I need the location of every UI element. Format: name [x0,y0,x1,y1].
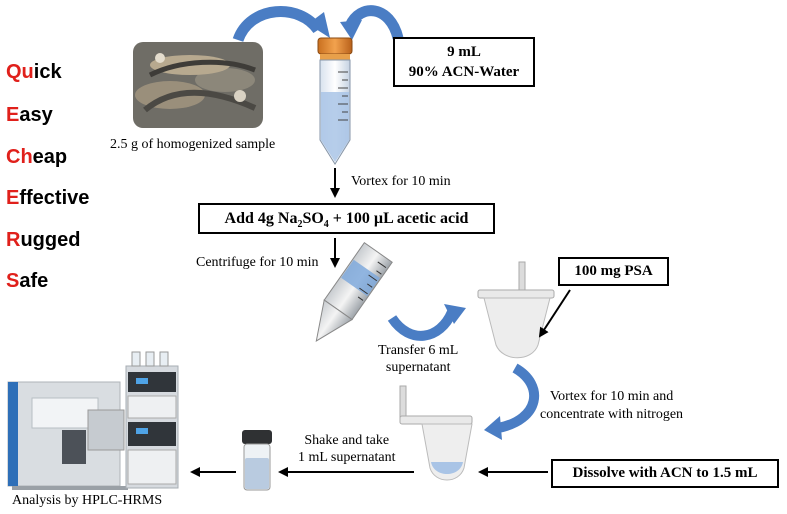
solvent-volume: 9 mL [447,44,481,60]
solvent-composition: 90% ACN-Water [408,64,520,80]
vortex-concentrate-label: Vortex for 10 min and concentrate with n… [540,389,684,422]
dissolve-box: Dissolve with ACN to 1.5 mL [551,459,779,488]
transfer-step-label: Transfer 6 mL supernatant [378,343,459,375]
centrifuge-tube-icon [317,37,353,165]
sample-vial-icon [242,430,272,491]
psa-box: 100 mg PSA [558,257,669,286]
curved-arrow-transfer-icon [387,304,466,341]
psa-microtube-icon [477,261,555,359]
additive-box: Add 4g Na2SO4 + 100 µL acetic acid [198,203,495,234]
centrifuged-tube-icon [315,242,393,342]
acronym-rugged: Rugged [6,229,81,251]
vortex-step-label: Vortex for 10 min [351,174,451,189]
analysis-label: Analysis by HPLC-HRMS [12,493,163,508]
acronym-safe: Safe [6,270,49,292]
acronym-cheap: Cheap [6,146,68,168]
arrow-psa [538,289,571,338]
shake-step-label: Shake and take 1 mL supernatant [298,433,396,465]
solvent-box: 9 mL 90% ACN-Water [393,37,535,87]
seafood-sample-image [133,42,263,128]
acronym-easy: Easy [6,104,53,126]
curved-arrow-right-icon [340,5,404,40]
sample-caption: 2.5 g of homogenized sample [110,137,276,152]
centrifuge-step-label: Centrifuge for 10 min [196,255,319,270]
acronym-effective: Effective [6,187,90,209]
hplc-hrms-instrument-icon [7,351,179,490]
concentrated-microtube-icon [399,385,473,481]
curved-arrow-vortex-icon [484,363,540,440]
curved-arrow-left-icon [232,6,330,43]
acronym-quick: Quick [6,61,62,83]
